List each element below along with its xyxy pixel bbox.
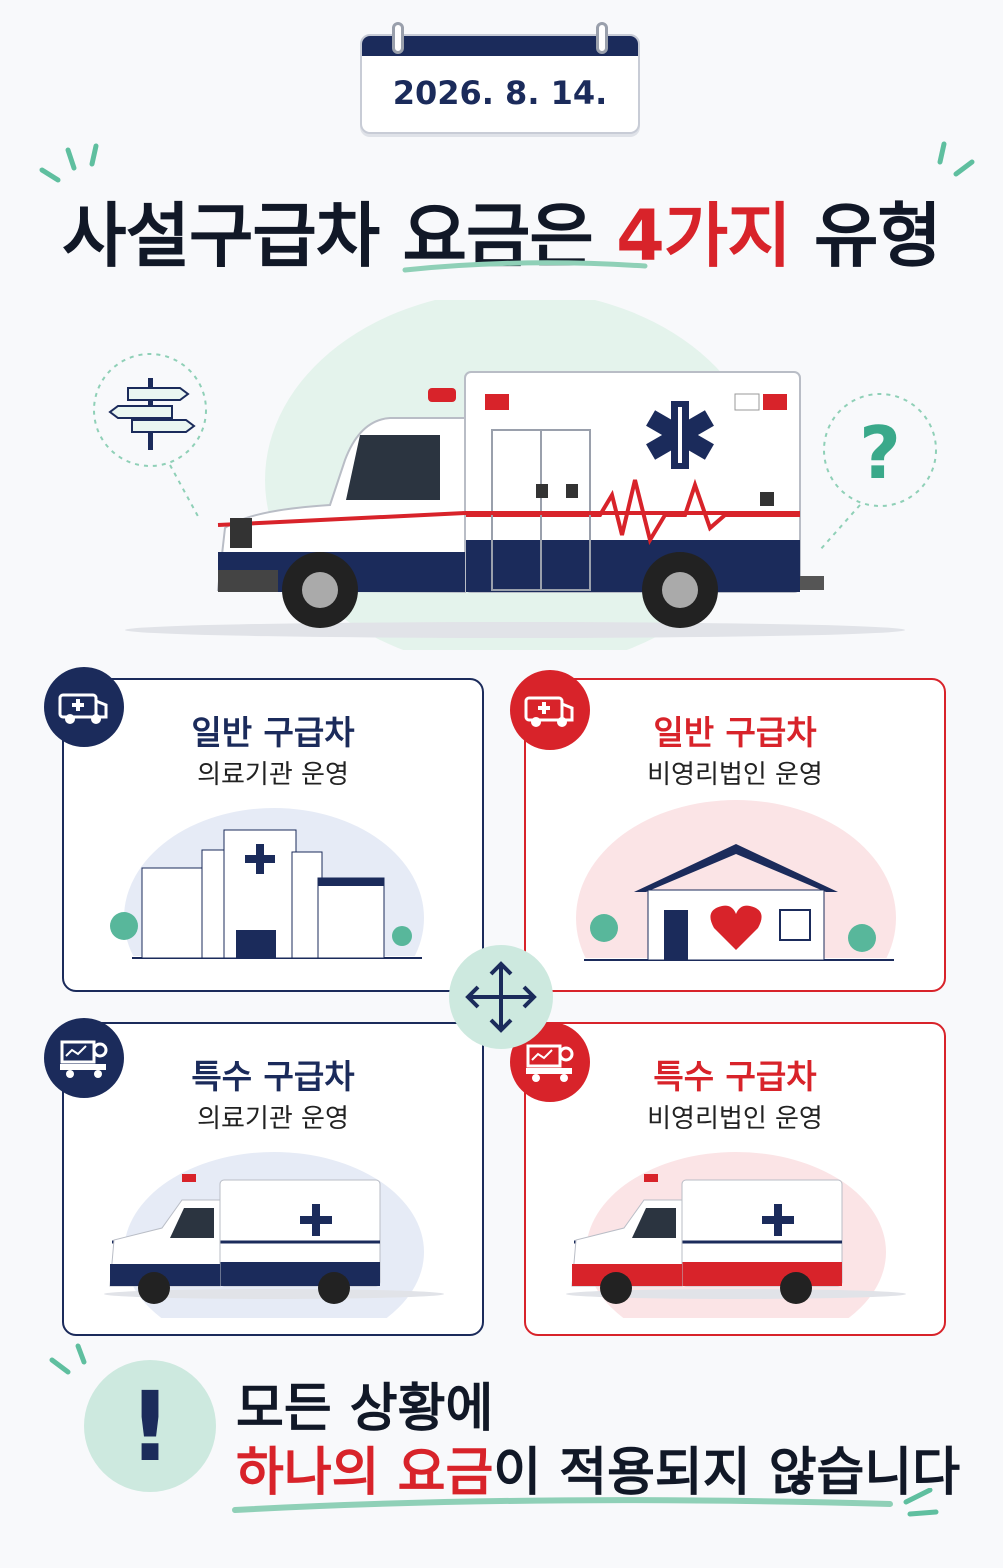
card-subtitle: 비영리법인 운영 [647, 760, 823, 790]
title-part2: 유형 [790, 195, 942, 277]
card-subtitle: 의료기관 운영 [197, 760, 349, 790]
notice-rest: 이 적용되지 않습니다 [493, 1443, 961, 1503]
card-title: 일반 구급차 [191, 713, 355, 752]
card-special-nonprofit: 특수 구급차 비영리법인 운영 [524, 1022, 946, 1336]
general-ambulance-icon [510, 670, 590, 750]
special-ambulance-illustration [104, 1152, 444, 1318]
calendar-ring-icon [392, 22, 404, 54]
special-ambulance-illustration [566, 1152, 906, 1318]
general-ambulance-icon [44, 667, 124, 747]
title-highlight: 4가지 [616, 195, 792, 277]
sparkle-icon [937, 141, 975, 177]
special-ambulance-icon [510, 1022, 590, 1102]
card-subtitle: 의료기관 운영 [197, 1104, 349, 1134]
notice-line1: 모든 상황에 [236, 1379, 494, 1439]
notice-line2: 하나의 요금이 적용되지 않습니다 [236, 1430, 960, 1505]
date-banner: 2026. 8. 14. [360, 22, 640, 134]
title-underline [402, 260, 648, 273]
notice-highlight: 하나의 요금 [236, 1443, 494, 1503]
calendar-ring-icon [596, 22, 608, 54]
card-title: 특수 구급차 [191, 1057, 355, 1096]
calendar-header-bar [362, 36, 638, 56]
question-mark-icon: ? [859, 411, 901, 495]
page-title: 사설구급차 요금은 4가지 유형 [40, 180, 963, 281]
date-text: 2026. 8. 14. [392, 74, 608, 112]
hospital-illustration [102, 808, 446, 978]
nonprofit-house-illustration [564, 800, 908, 980]
notice-underline [232, 1488, 939, 1517]
card-title: 특수 구급차 [653, 1057, 817, 1096]
svg-text:!: ! [128, 1371, 172, 1483]
warning-icon: ! [49, 1343, 216, 1492]
signpost-icon [108, 378, 196, 450]
special-ambulance-icon [44, 1018, 124, 1098]
hero-ambulance-illustration: ? [93, 300, 937, 650]
ambulance-icon [216, 371, 824, 628]
four-way-arrow-icon [449, 945, 553, 1049]
card-special-medical: 특수 구급차 의료기관 운영 [62, 1022, 484, 1336]
sparkle-icon [39, 143, 99, 183]
card-title: 일반 구급차 [653, 713, 817, 752]
card-subtitle: 비영리법인 운영 [647, 1104, 823, 1134]
card-general-nonprofit: 일반 구급차 비영리법인 운영 [524, 678, 946, 992]
card-general-medical: 일반 구급차 의료기관 운영 [62, 678, 484, 992]
